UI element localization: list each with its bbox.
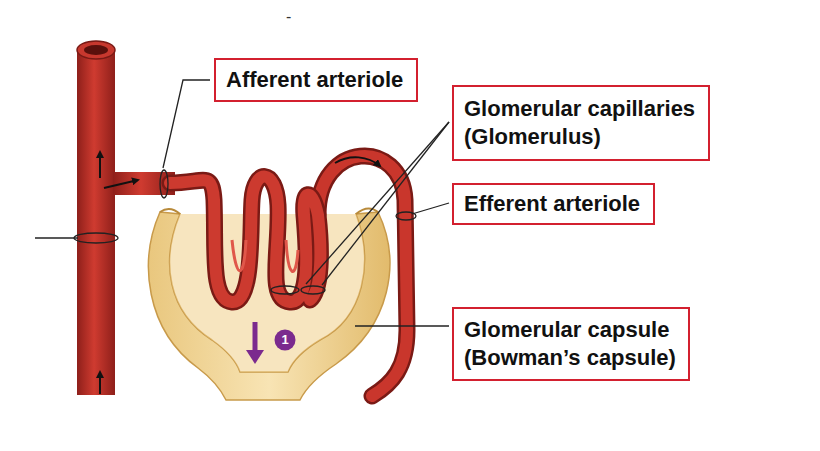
part-label: Efferent arteriole (464, 190, 643, 218)
label-box: Glomerular capsule (Bowman’s capsule) (452, 307, 690, 381)
leader-lines (35, 80, 449, 326)
callout-number: 1 (274, 329, 296, 351)
glomerulus-loops (170, 177, 320, 302)
efferent-arteriole-vessel (318, 156, 407, 396)
stray-mark: - (286, 8, 291, 26)
label-box: Efferent arteriole (452, 183, 655, 225)
part-label: Afferent arteriole (226, 66, 406, 94)
part-label: Glomerular capillaries (Glomerulus) (464, 95, 698, 151)
filtration-arrow (246, 322, 264, 364)
label-box: Glomerular capillaries (Glomerulus) (452, 85, 710, 161)
flow-arrows (100, 152, 380, 394)
blood-vessel (77, 41, 175, 395)
callout-circle: 1 (274, 329, 296, 351)
part-label: Glomerular capsule (Bowman’s capsule) (464, 316, 678, 372)
label-box: Afferent arteriole (214, 58, 418, 102)
